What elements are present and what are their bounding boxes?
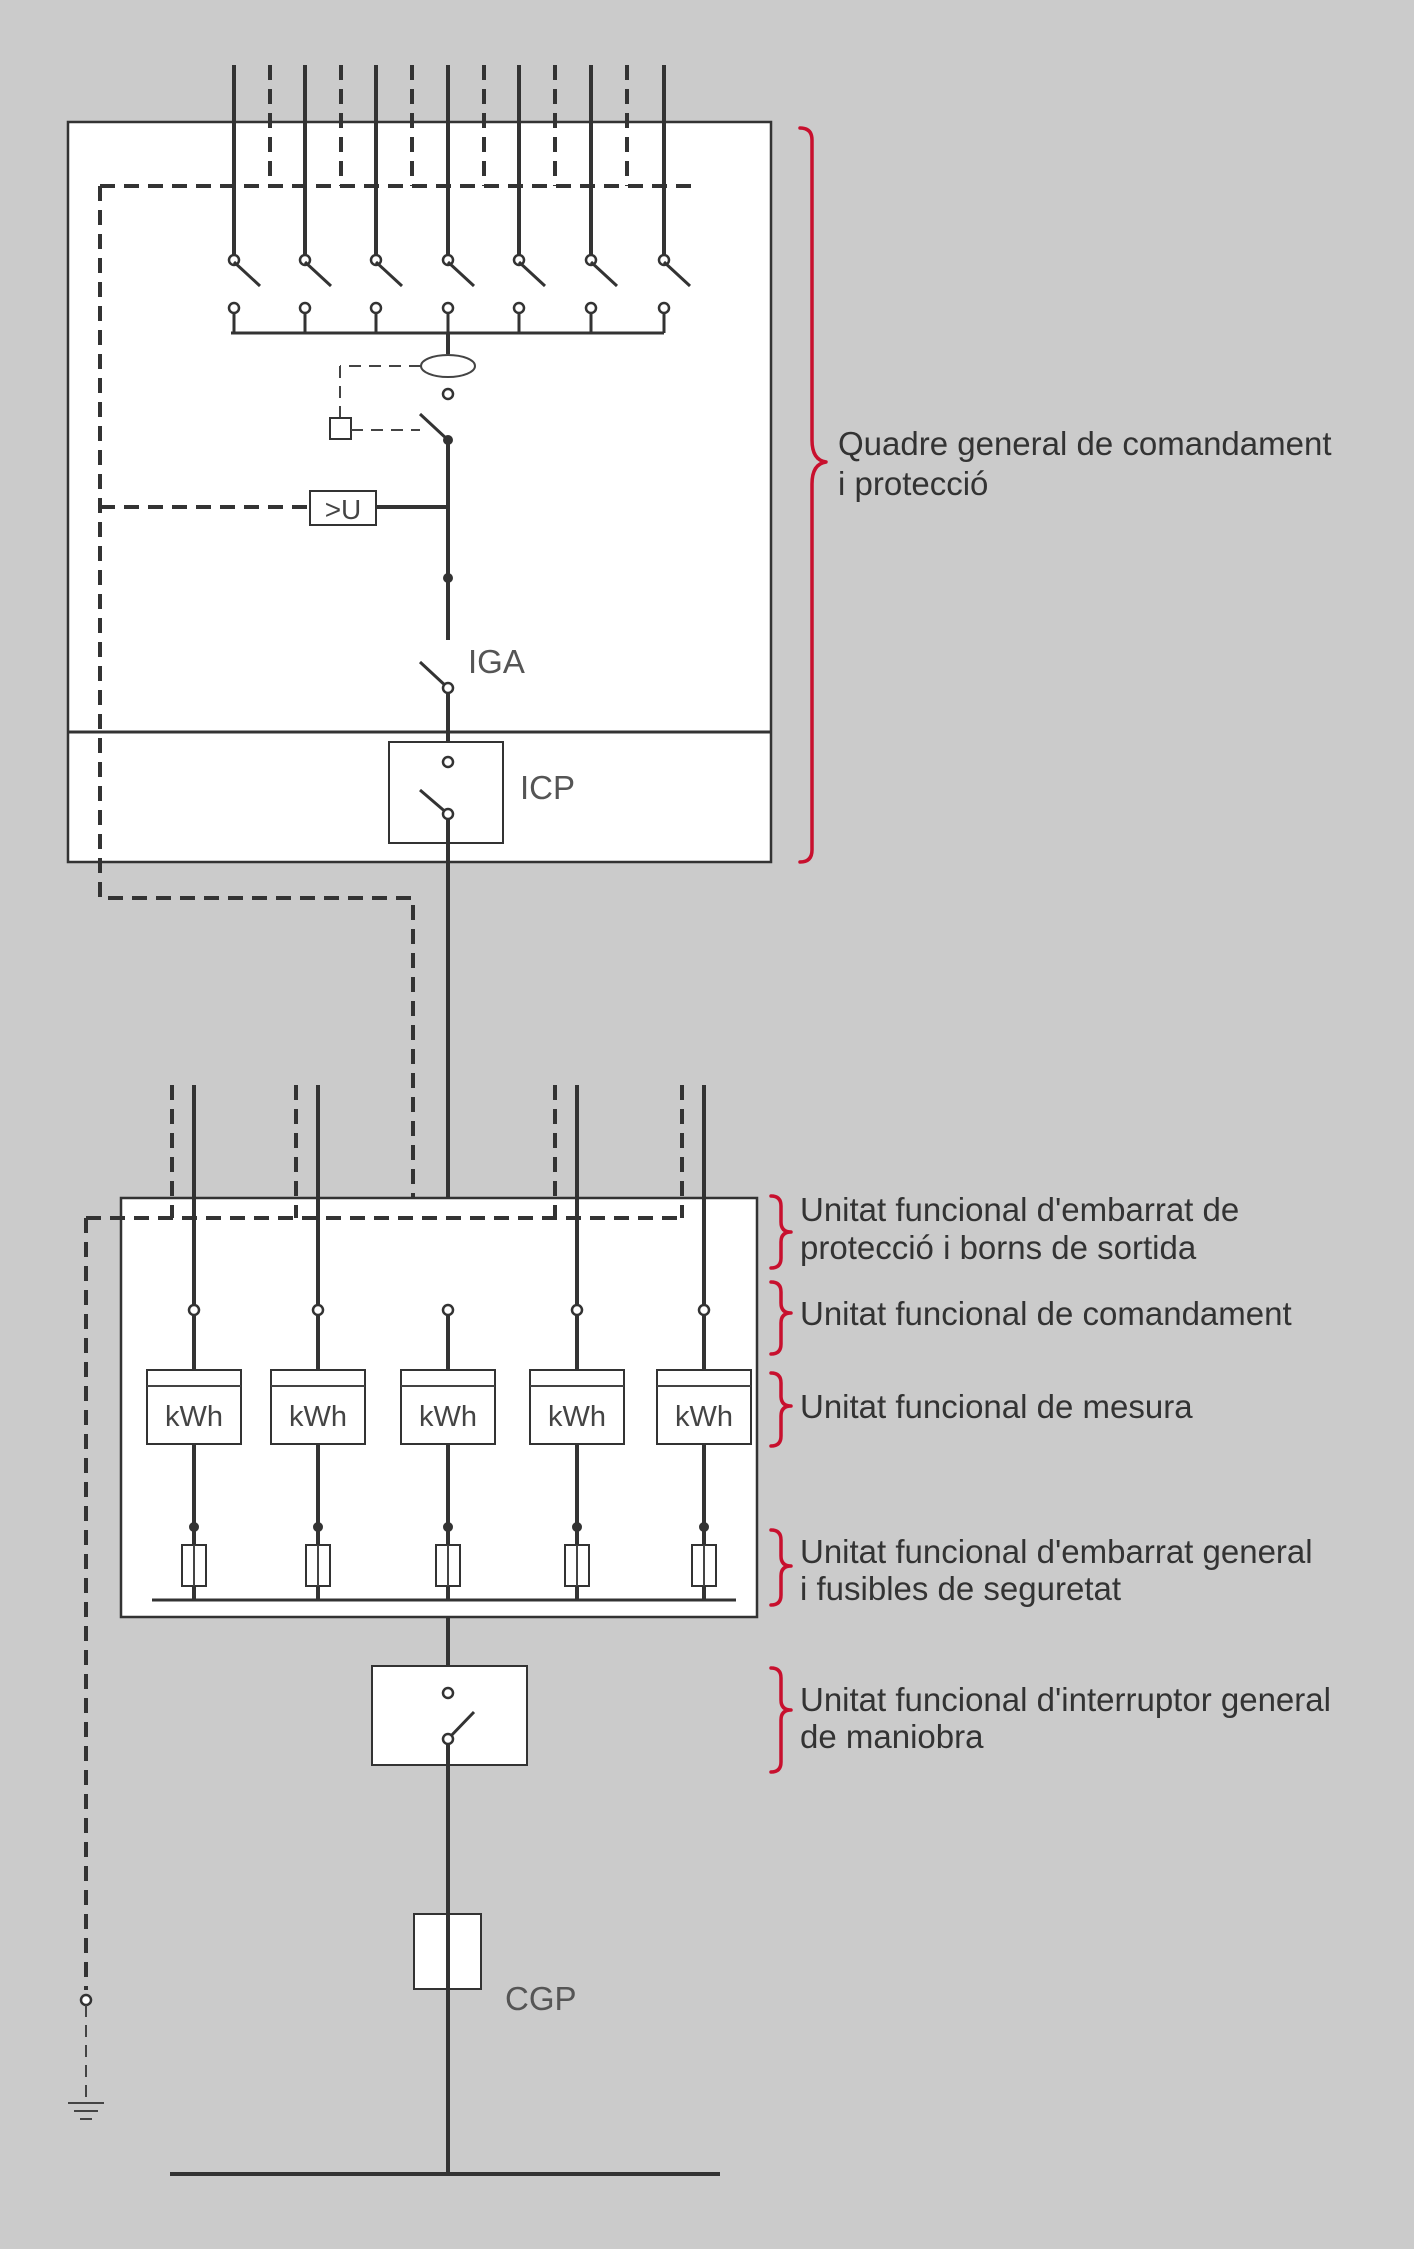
brace-interruptor-general <box>769 1666 793 1774</box>
energy-meter <box>656 1369 752 1445</box>
differential-toroid <box>339 354 476 418</box>
circuit-feeders <box>227 65 692 333</box>
brace-embarrat-proteccio <box>769 1194 793 1270</box>
annotations: Quadre general de comandament i protecci… <box>769 126 1332 1774</box>
differential-switch <box>329 412 453 445</box>
iga-switch: IGA <box>418 643 525 757</box>
cgp-fuse-box: CGP <box>413 1913 577 2017</box>
feeder-circuit <box>584 65 629 333</box>
earth-icon <box>68 1993 104 2120</box>
metering-panel: kWh kWh kWh kWh kWh <box>84 1085 759 1990</box>
overvoltage-label: >U <box>325 494 362 525</box>
general-switch-unit <box>371 1665 528 1766</box>
meter-label: kWh <box>289 1401 347 1433</box>
annotation-interruptor-general-line1: Unitat funcional d'interruptor general <box>800 1681 1331 1718</box>
meter-label: kWh <box>419 1401 477 1433</box>
annotation-interruptor-general-line2: de maniobra <box>800 1718 984 1755</box>
energy-meter <box>529 1369 625 1445</box>
brace-comandament <box>769 1280 793 1356</box>
energy-meter <box>400 1369 496 1445</box>
feeder-circuit <box>369 65 414 333</box>
feeder-circuit <box>298 65 343 333</box>
meter-column: kWh <box>529 1085 625 1600</box>
brace-embarrat-general <box>769 1528 793 1607</box>
annotation-quadre-line1: Quadre general de comandament <box>838 425 1332 462</box>
cgp-label: CGP <box>505 1980 577 2017</box>
meter-label: kWh <box>165 1401 223 1433</box>
brace-quadre <box>798 126 828 864</box>
meter-label: kWh <box>548 1401 606 1433</box>
iga-label: IGA <box>468 643 525 680</box>
meter-columns: kWh kWh kWh kWh kWh <box>146 1085 752 1600</box>
feeder-circuit <box>441 65 486 333</box>
annotation-embarrat-proteccio-line1: Unitat funcional d'embarrat de <box>800 1191 1239 1228</box>
icp-label: ICP <box>520 769 575 806</box>
meter-column: kWh <box>146 1085 242 1600</box>
annotation-quadre-line2: i protecció <box>838 465 988 502</box>
annotation-embarrat-general-line2: i fusibles de seguretat <box>800 1570 1121 1607</box>
feeder-circuit <box>512 65 557 333</box>
quadre-general-panel: >U IGA ICP <box>66 65 773 1212</box>
annotation-comandament: Unitat funcional de comandament <box>800 1295 1292 1332</box>
annotation-embarrat-proteccio-line2: protecció i borns de sortida <box>800 1229 1197 1266</box>
feeder-circuit <box>227 65 272 333</box>
overvoltage-protector: >U <box>309 490 448 526</box>
meter-label: kWh <box>675 1401 733 1433</box>
feeder-circuit <box>657 65 692 333</box>
meter-column: kWh <box>400 1303 496 1600</box>
annotation-mesura: Unitat funcional de mesura <box>800 1388 1193 1425</box>
brace-mesura <box>769 1371 793 1448</box>
meter-column: kWh <box>270 1085 366 1600</box>
meter-column: kWh <box>656 1085 752 1600</box>
energy-meter <box>146 1369 242 1445</box>
annotation-embarrat-general-line1: Unitat funcional d'embarrat general <box>800 1533 1313 1570</box>
protection-conductor-top <box>98 184 700 1212</box>
